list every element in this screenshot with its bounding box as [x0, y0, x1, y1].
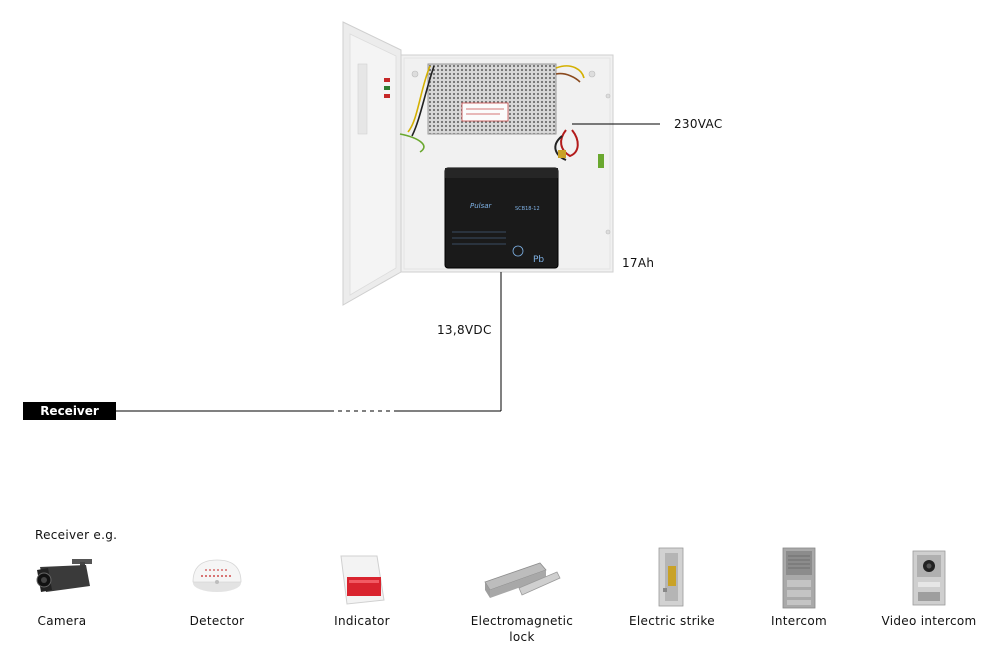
device-label-indicator: Indicator: [334, 614, 390, 628]
battery: [444, 167, 559, 269]
video-intercom-icon: [912, 550, 946, 606]
battery-mark: Pb: [533, 255, 544, 265]
device-label-electric-strike: Electric strike: [629, 614, 715, 628]
detector-icon: [192, 559, 242, 592]
recycle-icon: [512, 245, 524, 257]
device-label-detector: Detector: [189, 614, 245, 628]
electromagnetic-lock-icon: [484, 562, 561, 598]
psu-module: [427, 63, 557, 135]
intercom-icon: [782, 547, 816, 609]
device-label-electromagnetic-lock-line1: Electromagnetic: [470, 614, 574, 628]
receiver-box: Receiver: [23, 402, 116, 420]
mains-voltage-label: 230VAC: [674, 117, 723, 131]
device-label-intercom: Intercom: [771, 614, 827, 628]
output-voltage-label: 13,8VDC: [437, 323, 492, 337]
device-label-camera: Camera: [37, 614, 87, 628]
device-label-electromagnetic-lock: Electromagnetic lock: [462, 613, 582, 645]
device-label-electromagnetic-lock-line2: lock: [509, 630, 535, 644]
indicator-icon: [340, 555, 385, 605]
psu-enclosure: Pulsar SCB18-12 Pb: [342, 21, 614, 306]
battery-brand: Pulsar: [470, 202, 493, 210]
device-label-video-intercom: Video intercom: [881, 614, 977, 628]
electric-strike-icon: [658, 547, 684, 607]
battery-capacity-label: 17Ah: [622, 256, 655, 270]
receiver-examples-label: Receiver e.g.: [35, 528, 118, 542]
battery-model: SCB18-12: [515, 206, 540, 212]
camera-icon: [36, 559, 92, 592]
